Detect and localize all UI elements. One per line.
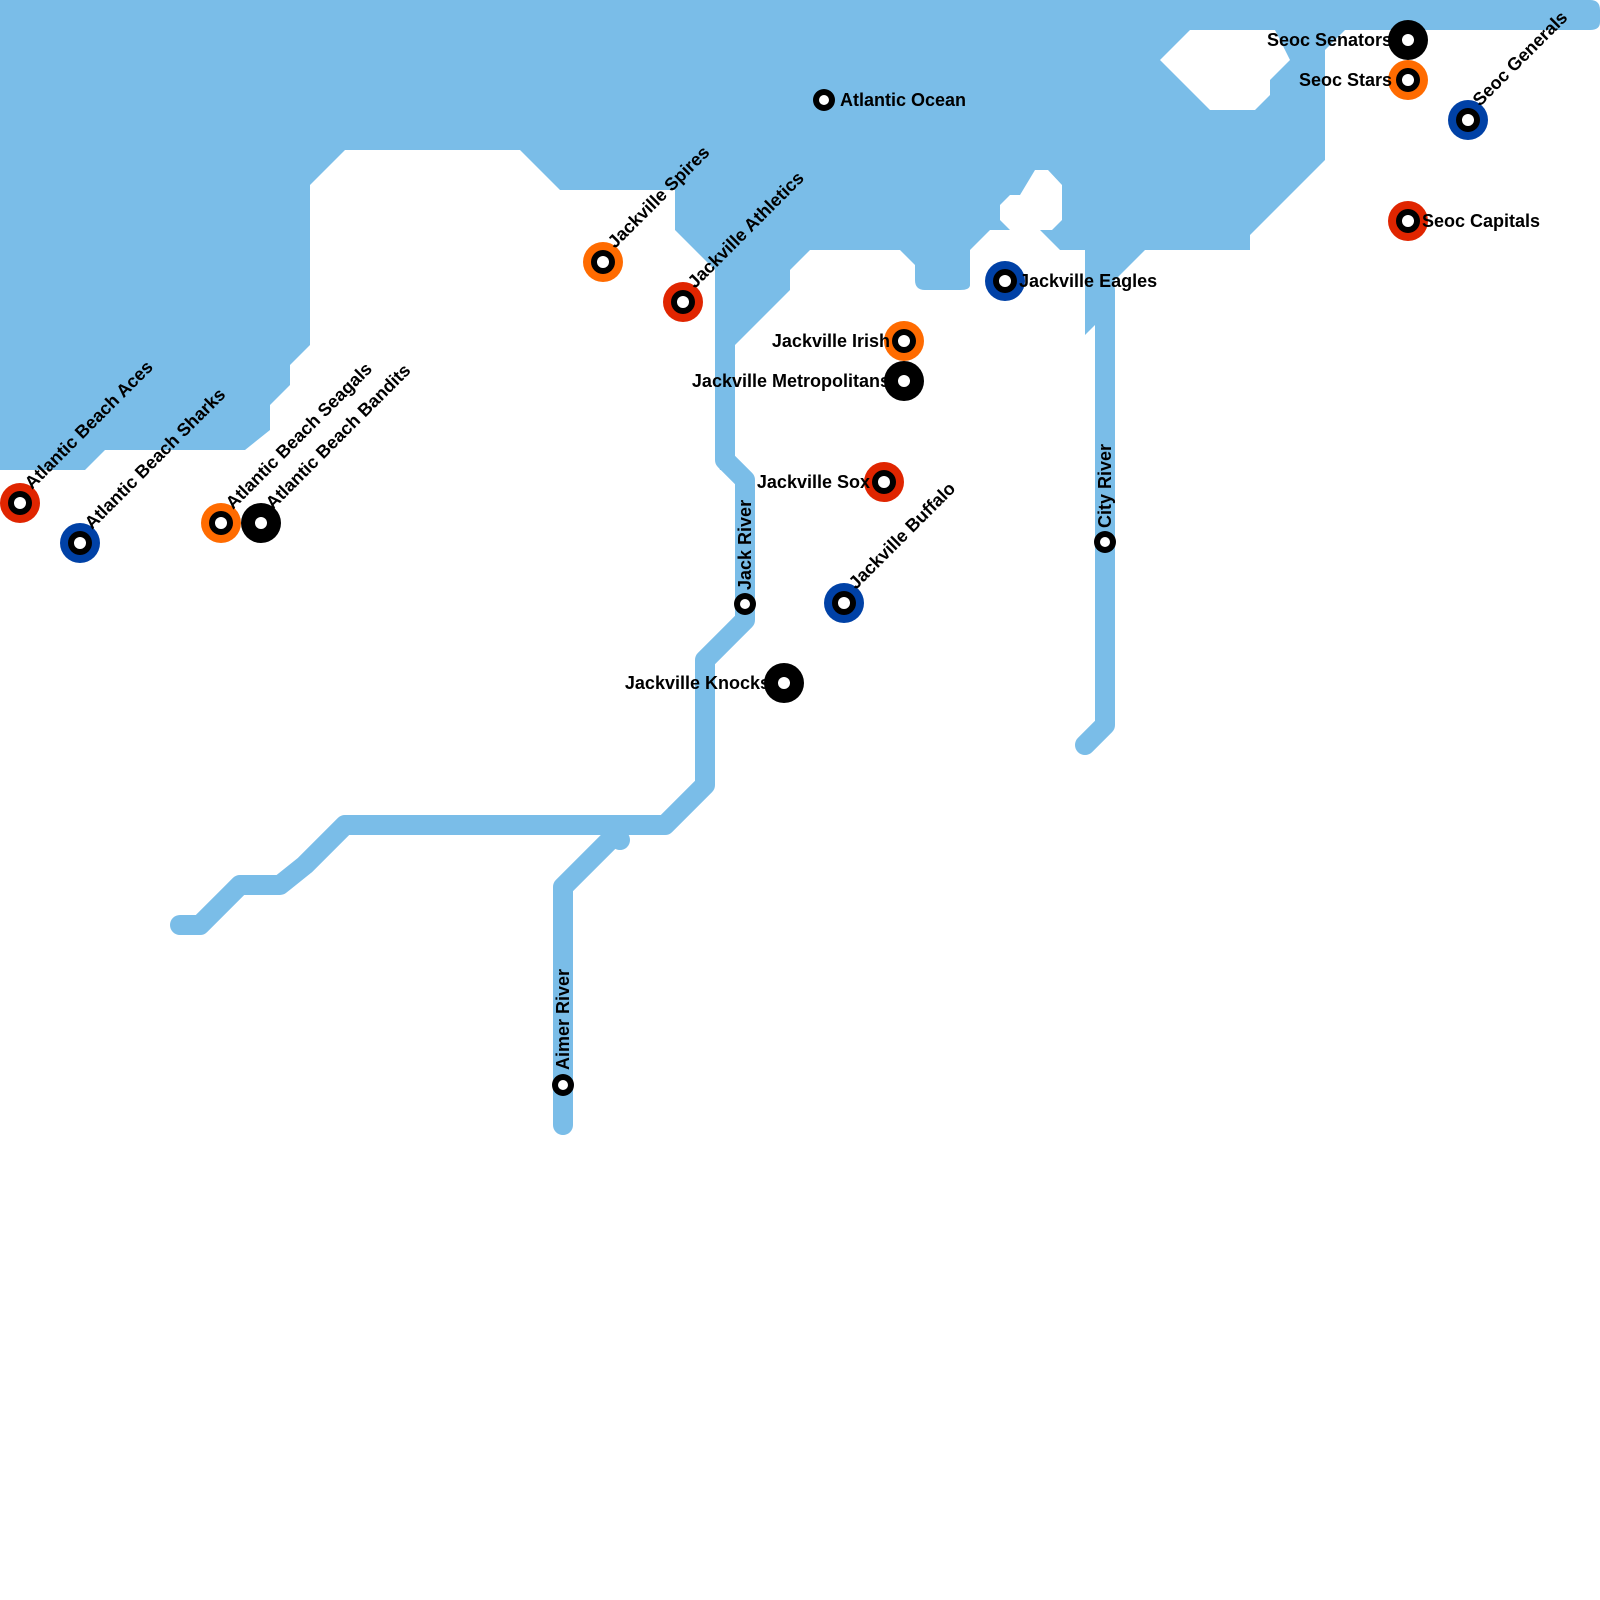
station-marker-hole bbox=[597, 256, 609, 268]
station-marker-hole bbox=[74, 537, 86, 549]
aimer-river-junction bbox=[595, 815, 630, 850]
station-label: Jackville Eagles bbox=[1019, 271, 1157, 291]
station-jackville-irish[interactable]: Jackville Irish bbox=[772, 321, 924, 361]
station-label: Jackville Knocks bbox=[625, 673, 770, 693]
station-marker-hole bbox=[1402, 215, 1414, 227]
station-label: Seoc Stars bbox=[1299, 70, 1392, 90]
station-marker-hole bbox=[1402, 34, 1414, 46]
station-marker-hole bbox=[215, 517, 227, 529]
atlantic-ocean-water bbox=[0, 0, 1600, 470]
station-marker-hole bbox=[677, 296, 689, 308]
jack-river bbox=[170, 330, 755, 935]
station-label: Jackville Irish bbox=[772, 331, 890, 351]
station-label: Jackville Buffalo bbox=[845, 478, 960, 593]
atlantic-ocean-label: Atlantic Ocean bbox=[840, 90, 966, 110]
station-marker-hole bbox=[878, 476, 890, 488]
station-marker-hole bbox=[778, 677, 790, 689]
station-marker-hole bbox=[898, 375, 910, 387]
jack-river-marker: Jack River bbox=[734, 500, 756, 615]
city-river-label: City River bbox=[1095, 444, 1115, 528]
jack-river-label: Jack River bbox=[735, 500, 755, 590]
station-jackville-knocks[interactable]: Jackville Knocks bbox=[625, 663, 804, 703]
station-marker-hole bbox=[255, 517, 267, 529]
station-jackville-eagles[interactable]: Jackville Eagles bbox=[985, 261, 1157, 301]
station-label: Jackville Sox bbox=[757, 472, 870, 492]
station-marker-hole bbox=[898, 335, 910, 347]
station-seoc-capitals[interactable]: Seoc Capitals bbox=[1388, 201, 1540, 241]
aimer-river-label: Aimer River bbox=[553, 969, 573, 1070]
city-river bbox=[1075, 280, 1115, 755]
station-marker-hole bbox=[999, 275, 1011, 287]
station-jackville-metropolitans[interactable]: Jackville Metropolitans bbox=[692, 361, 924, 401]
atlantic-ocean-marker: Atlantic Ocean bbox=[813, 89, 966, 111]
city-river-marker: City River bbox=[1094, 444, 1116, 553]
island-north-east bbox=[1160, 30, 1290, 110]
station-jackville-sox[interactable]: Jackville Sox bbox=[757, 462, 904, 502]
station-label: Seoc Senators bbox=[1267, 30, 1392, 50]
island-small bbox=[1000, 170, 1062, 230]
station-label: Seoc Capitals bbox=[1422, 211, 1540, 231]
station-marker-hole bbox=[1462, 114, 1474, 126]
station-seoc-stars[interactable]: Seoc Stars bbox=[1299, 60, 1428, 100]
station-marker-hole bbox=[14, 497, 26, 509]
station-marker-hole bbox=[1402, 74, 1414, 86]
aimer-river bbox=[553, 820, 630, 1135]
station-label: Jackville Metropolitans bbox=[692, 371, 890, 391]
station-marker-hole bbox=[838, 597, 850, 609]
aimer-river-marker: Aimer River bbox=[552, 969, 574, 1096]
station-seoc-senators[interactable]: Seoc Senators bbox=[1267, 20, 1428, 60]
